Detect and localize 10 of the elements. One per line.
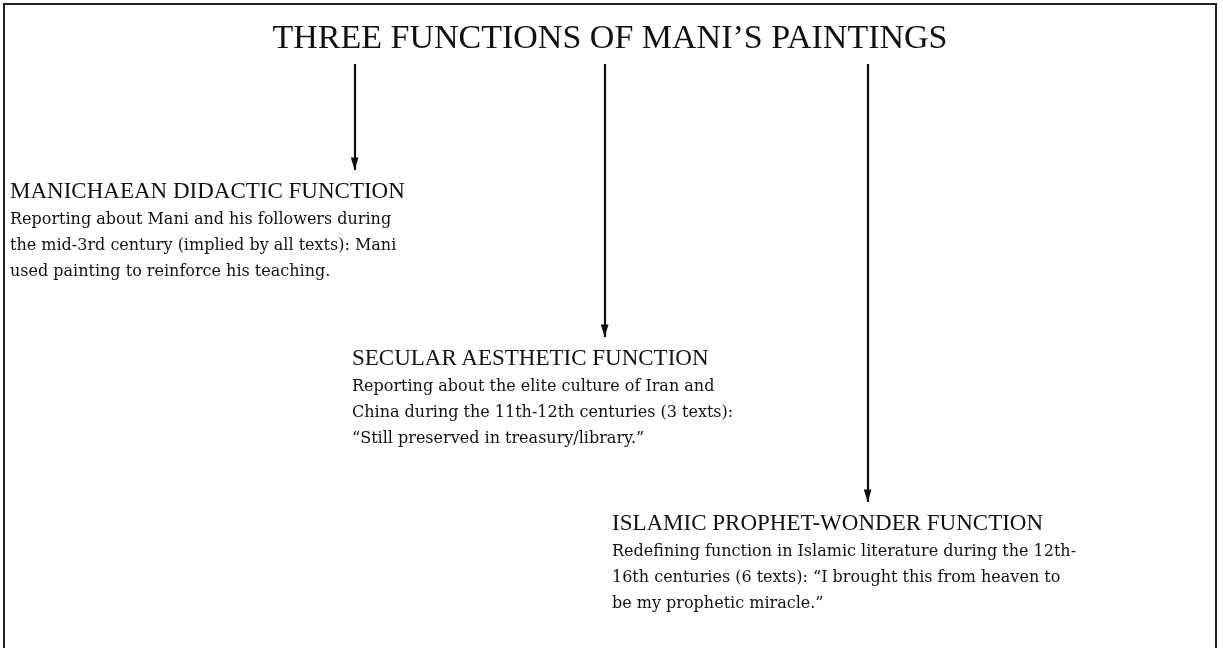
function-heading: SECULAR AESTHETIC FUNCTION [352,344,710,372]
function-heading: ISLAMIC PROPHET-WONDER FUNCTION [612,509,1045,537]
function-heading: MANICHAEAN DIDACTIC FUNCTION [10,177,406,205]
arrow [350,64,359,171]
function-description: Reporting about Mani and his followers during the mid-3rd century (implied by all texts): Mani used painting to reinforce his teaching. [10,208,398,282]
title: THREE FUNCTIONS OF MANI’S PAINTINGS [271,18,949,56]
arrow [600,64,609,338]
function-description: Reporting about the elite culture of Iran and China during the 11th-12th centuries (3 texts): “Still preserved in treasury/library.” [352,375,735,449]
arrow [863,64,872,503]
function-description: Redefining function in Islamic literature during the 12th-16th centuries (6 texts): “I brought this from heaven to be my prophetic miracle.” [612,540,1078,614]
